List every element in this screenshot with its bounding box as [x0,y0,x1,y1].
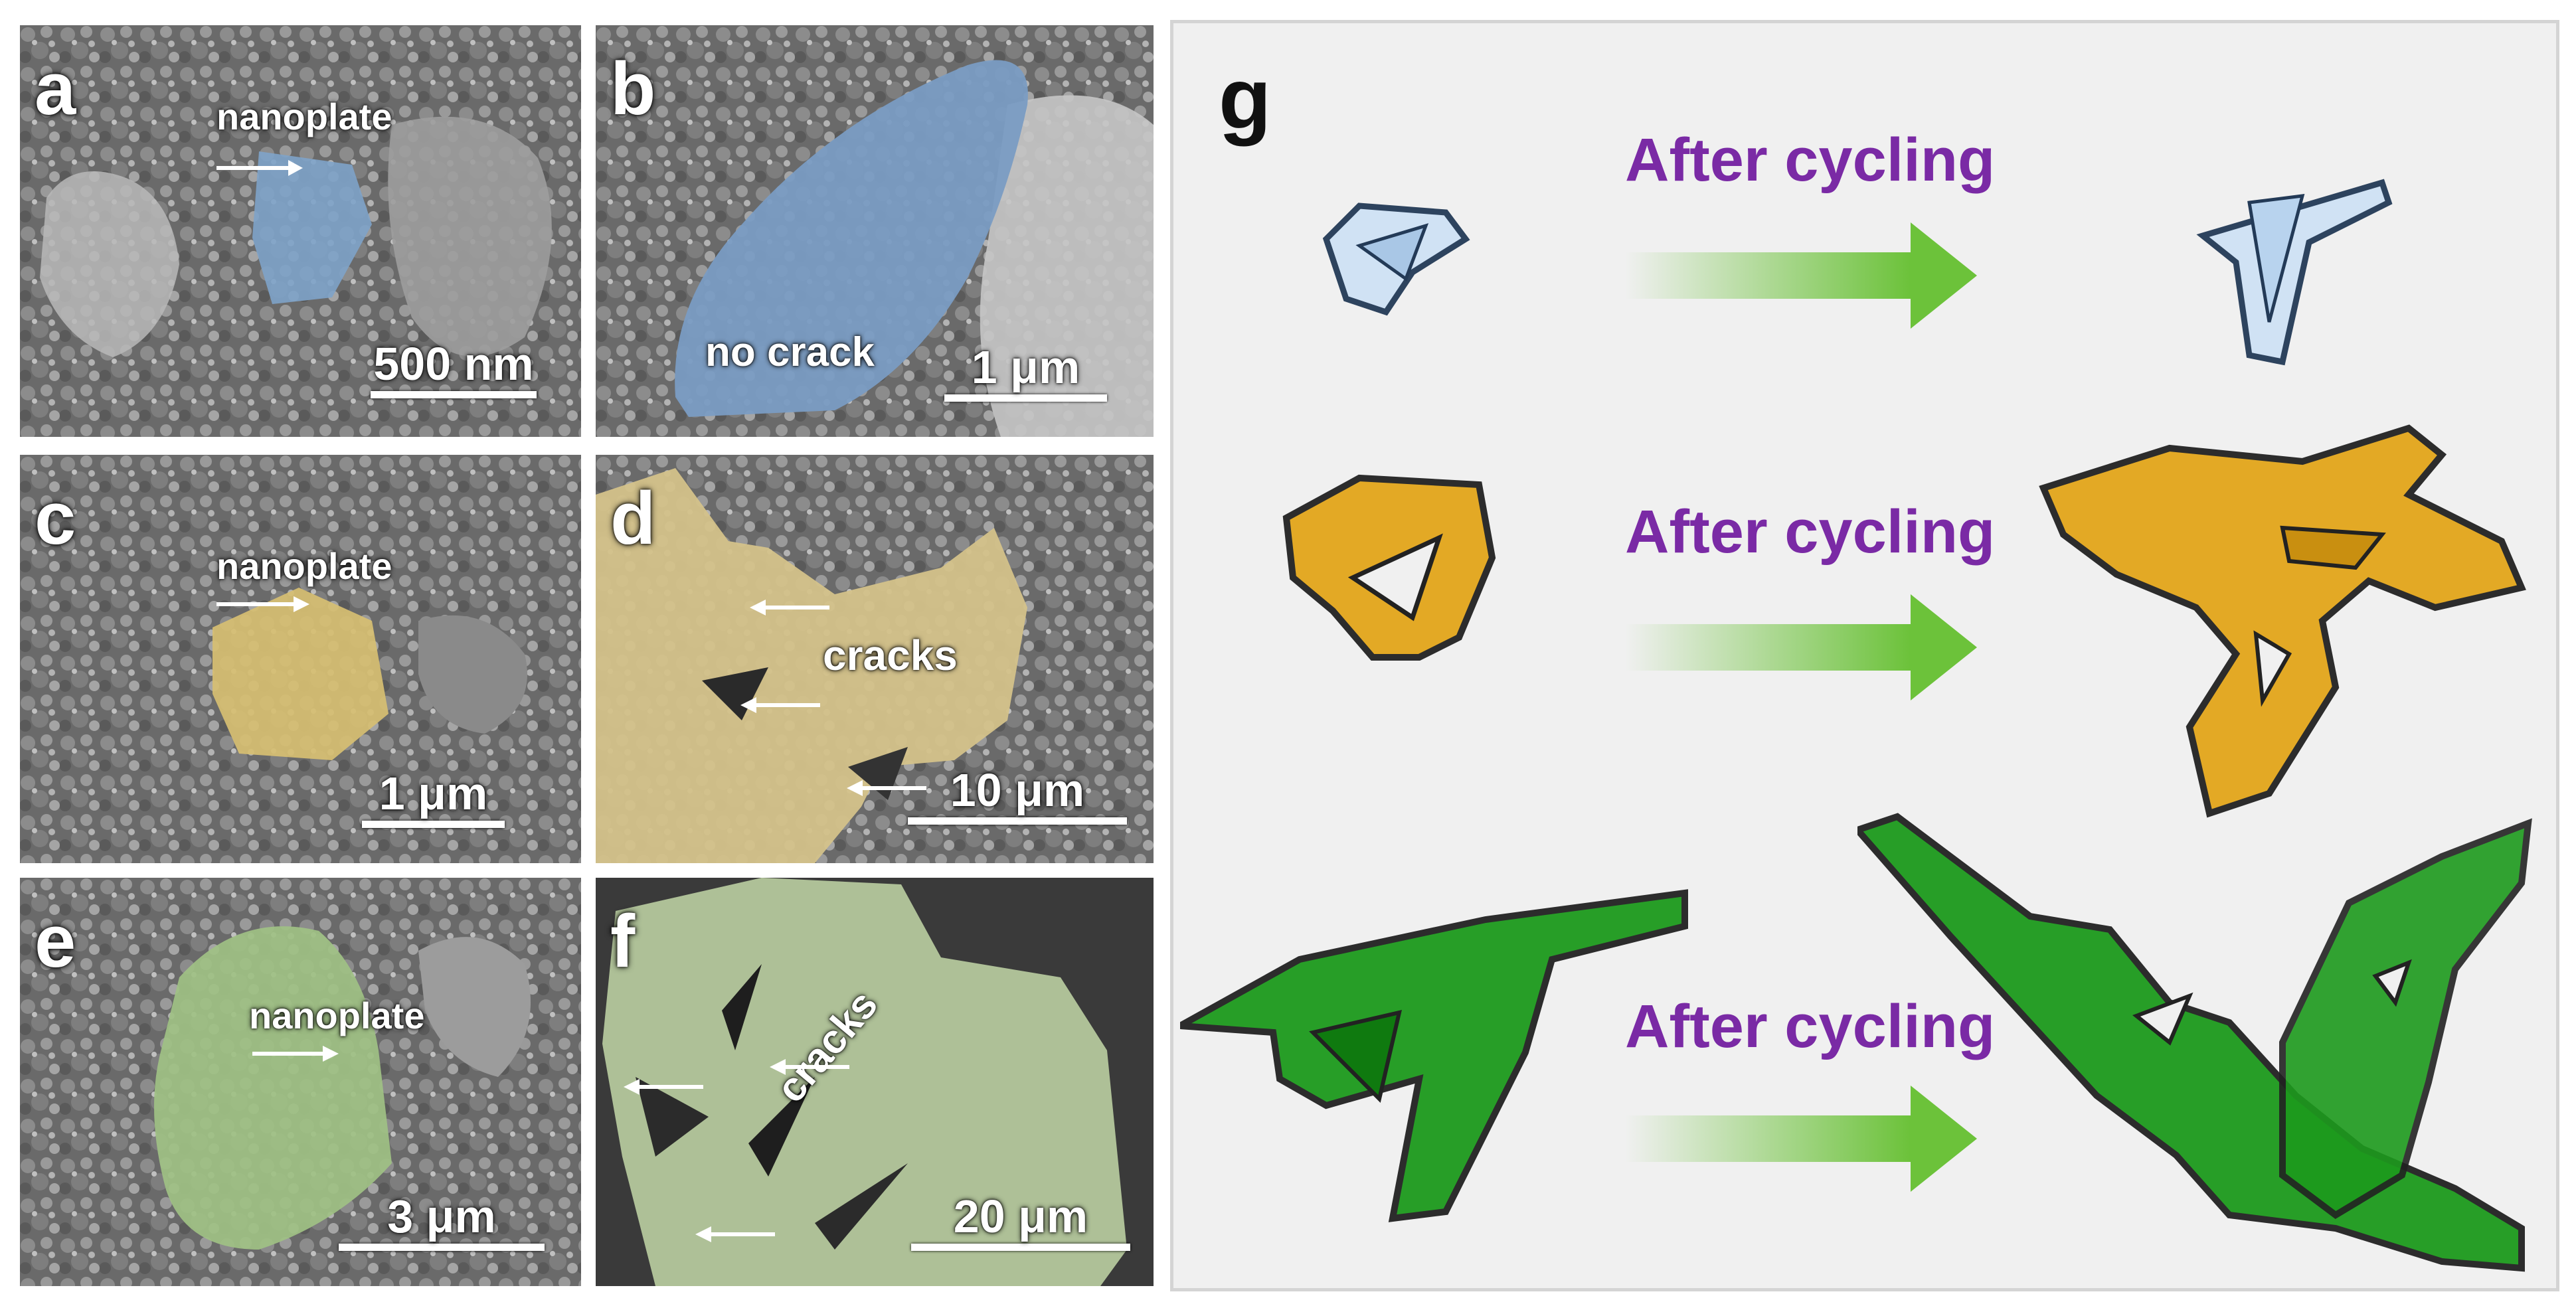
after-cycling-label-2: After cycling [1625,498,1996,566]
panel-a: a nanoplate 500 nm [20,25,581,437]
arrow-right-icon [1625,222,1977,329]
panel-f: f cracks 20 μm [596,878,1154,1286]
scale-line-c [362,821,505,828]
blue-plate-cycled [2196,179,2393,366]
scale-bar-b: 1 μm [944,344,1107,402]
panel-g: g After cycling After cycling After cycl… [1170,20,2559,1291]
green-plate-cycled [1857,813,2532,1272]
orange-plate-cycled [2039,424,2526,818]
panel-e: e nanoplate 3 μm [20,878,581,1286]
plate-highlight-d [596,468,1027,863]
scale-line-d [908,817,1127,825]
sem-image-c [20,455,581,863]
nanoplate-highlight-a [252,151,372,304]
sem-image-d [596,455,1154,863]
annotation-nanoplate-c: nanoplate [216,545,392,587]
sem-image-f [596,878,1154,1286]
scale-label-f: 20 μm [953,1190,1088,1242]
panel-label-c: c [35,477,76,560]
annotation-nanoplate-a: nanoplate [216,96,392,137]
arrow-left-icon [695,1226,775,1242]
panel-label-f: f [610,900,636,983]
arrow-right-icon [252,1046,339,1062]
arrow-left-icon [624,1079,703,1095]
annotation-cracks-d: cracks [823,631,958,679]
scale-line-a [371,391,537,398]
panel-label-b: b [610,47,656,130]
scale-line-f [911,1244,1130,1251]
arrow-left-icon [750,600,829,615]
scale-bar-c: 1 μm [362,770,505,828]
sem-image-e [20,878,581,1286]
scale-bar-d: 10 μm [908,767,1127,825]
plate-highlight-f [602,878,1127,1286]
annotation-no-crack-b: no crack [705,329,875,375]
plate-highlight-b [675,60,1028,417]
panel-b: b no crack 1 μm [596,25,1154,437]
panel-label-a: a [35,47,76,130]
after-cycling-label-1: After cycling [1625,126,1996,194]
green-plate-small [1180,889,1688,1222]
arrow-right-icon [1625,594,1977,700]
panel-label-d: d [610,477,656,560]
after-cycling-label-3: After cycling [1625,993,1996,1060]
scale-line-b [944,394,1107,402]
scale-label-e: 3 μm [387,1190,496,1242]
arrow-right-icon [1625,1086,1977,1192]
arrow-right-icon [216,160,303,176]
scale-label-a: 500 nm [373,338,534,390]
arrow-left-icon [770,1059,849,1075]
panel-c: c nanoplate 1 μm [20,455,581,863]
panel-d: d cracks 10 μm [596,455,1154,863]
scale-bar-a: 500 nm [371,341,537,398]
arrow-right-icon [216,596,309,612]
orange-plate-small [1282,474,1496,661]
sem-image-b [596,25,1154,437]
blue-plate-small [1322,203,1470,316]
annotation-nanoplate-e: nanoplate [249,995,425,1036]
arrow-left-icon [847,780,926,796]
scale-bar-e: 3 μm [339,1193,545,1251]
sem-image-a [20,25,581,437]
scale-label-b: 1 μm [971,341,1080,393]
nanoplate-highlight-e [154,926,392,1250]
scale-label-c: 1 μm [379,768,488,819]
scale-line-e [339,1244,545,1251]
scale-bar-f: 20 μm [911,1193,1130,1251]
scale-label-d: 10 μm [950,764,1085,816]
panel-label-e: e [35,900,76,983]
panel-label-g: g [1219,50,1272,147]
arrow-left-icon [740,697,820,713]
nanoplate-highlight-c [213,588,388,760]
